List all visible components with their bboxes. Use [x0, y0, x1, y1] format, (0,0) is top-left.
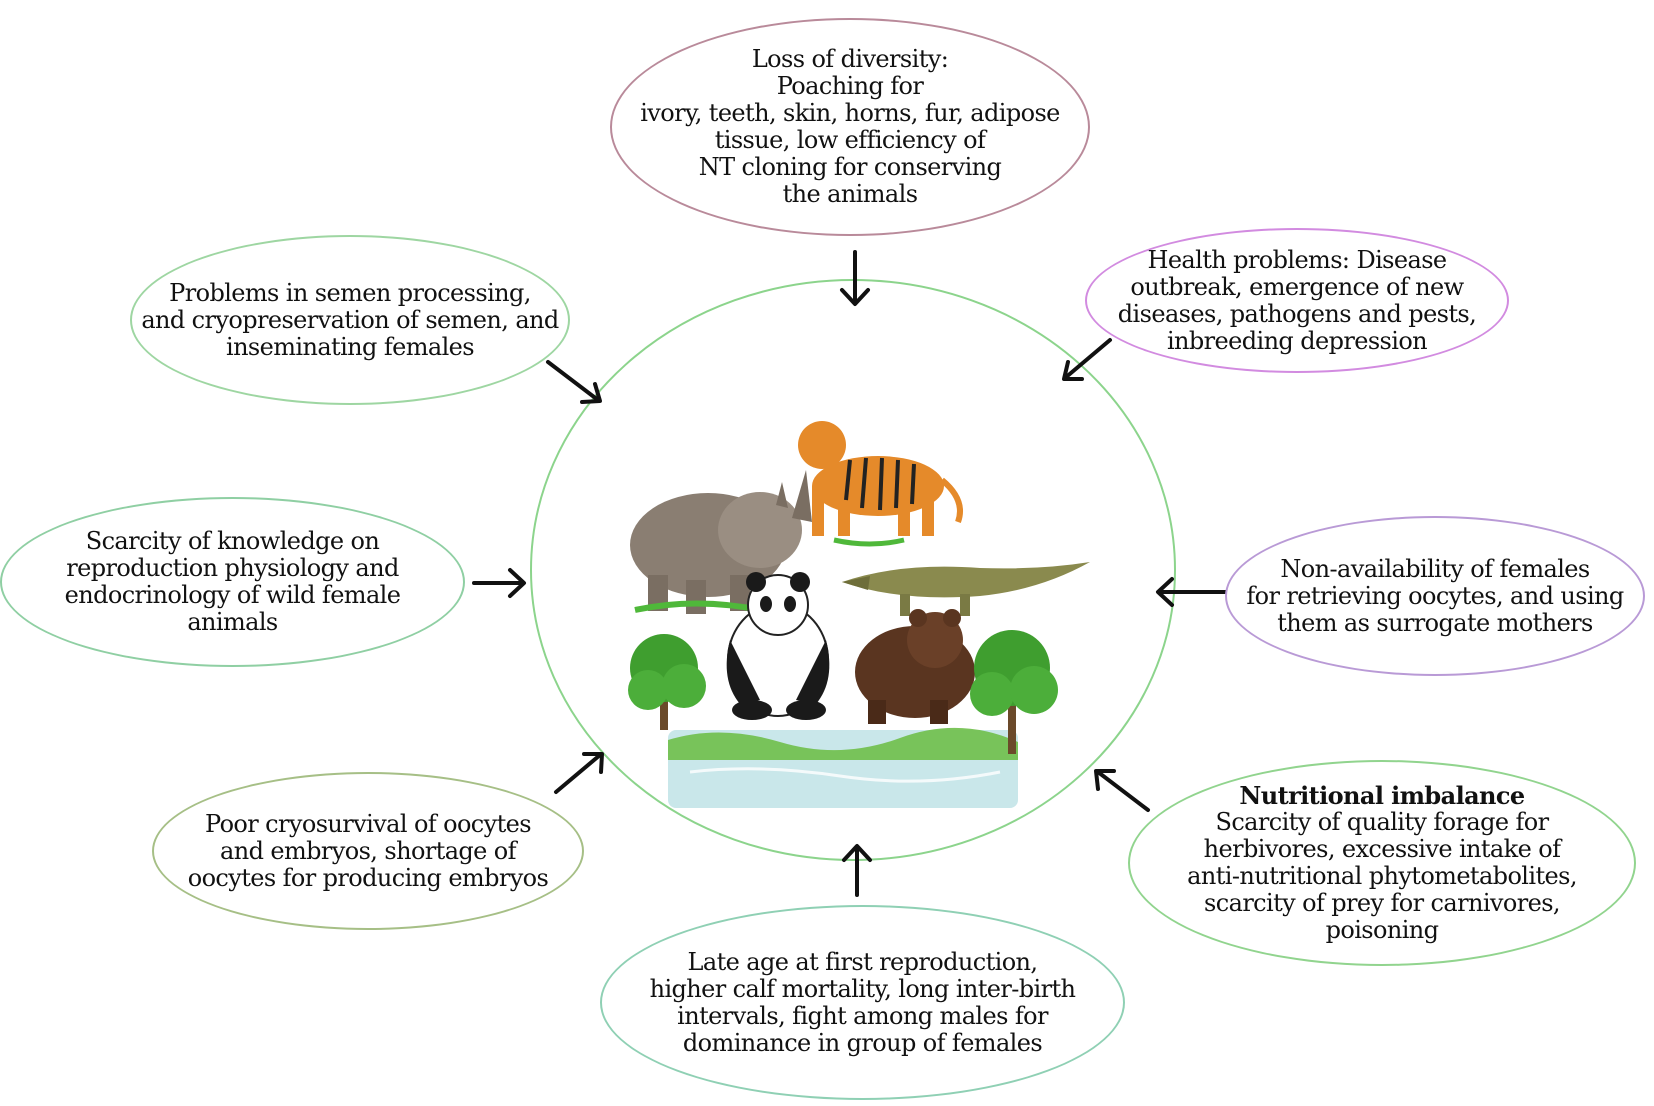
bubble-text-line: inseminating females — [226, 332, 475, 361]
bubble-text-line: diseases, pathogens and pests, — [1117, 299, 1477, 328]
bubble-text-line: higher calf mortality, long inter-birth — [649, 974, 1076, 1003]
water-icon — [668, 727, 1018, 808]
arrow-from-right — [1156, 577, 1230, 607]
bubble-female-availability: Non-availability of females for retrievi… — [1225, 516, 1645, 676]
bubble-late-reproduction: Late age at first reproduction, higher c… — [600, 905, 1125, 1100]
bubble-text-line: tissue, low efficiency of — [714, 126, 986, 154]
bubble-text-line: animals — [187, 608, 278, 636]
bear-icon — [855, 609, 975, 724]
bubble-text-line: oocytes for producing embryos — [187, 863, 549, 892]
arrow-from-left — [472, 568, 526, 598]
bubble-text-line: outbreak, emergence of new — [1130, 272, 1464, 301]
arrow-from-lower-right — [1094, 769, 1150, 812]
bubble-text-line: inbreeding depression — [1166, 326, 1428, 355]
arrows — [472, 250, 1230, 897]
bubble-text-line: intervals, fight among males for — [677, 1001, 1048, 1030]
tiger-icon — [798, 421, 963, 547]
bubble-text-line: Late age at first reproduction, — [687, 947, 1039, 976]
panda-icon — [726, 572, 830, 720]
bubble-text-line: Scarcity of knowledge on — [85, 527, 380, 555]
bubble-text-line: Non-availability of females — [1280, 554, 1590, 583]
bubble-health-problems: Health problems: Disease outbreak, emerg… — [1085, 228, 1509, 373]
bubble-text-line: Loss of diversity: — [751, 45, 949, 73]
bubble-text-line: Poor cryosurvival of oocytes — [205, 809, 532, 838]
bubble-text-line: the animals — [782, 180, 918, 208]
arrow-from-lower-left — [554, 752, 604, 794]
bubble-text-line: herbivores, excessive intake of — [1203, 835, 1561, 863]
tree-icon — [628, 634, 706, 730]
bubble-nutritional-imbalance: Nutritional imbalance Scarcity of qualit… — [1128, 760, 1636, 966]
arrow-from-upper-right — [1062, 338, 1112, 381]
rhino-icon — [630, 470, 812, 615]
bubble-loss-of-diversity: Loss of diversity: Poaching for ivory, t… — [610, 18, 1090, 236]
bubble-text-line: for retrieving oocytes, and using — [1246, 581, 1624, 610]
bubble-text-line: Scarcity of quality forage for — [1215, 808, 1549, 836]
bubble-text-line: and cryopreservation of semen, and — [141, 305, 559, 334]
bubble-text-line: Problems in semen processing, — [169, 278, 531, 307]
bubble-cryosurvival: Poor cryosurvival of oocytes and embryos… — [152, 772, 584, 930]
bubble-text-line: poisoning — [1325, 916, 1439, 944]
bubble-text-line: ivory, teeth, skin, horns, fur, adipose — [640, 99, 1060, 127]
bubble-text-line: anti-nutritional phytometabolites, — [1187, 862, 1577, 890]
arrow-from-bottom — [842, 844, 872, 897]
bubble-text-line: Health problems: Disease — [1147, 245, 1447, 274]
bubble-text-line: and embryos, shortage of — [220, 836, 517, 865]
bubble-text-line: reproduction physiology and — [66, 554, 399, 582]
bubble-text-line: scarcity of prey for carnivores, — [1204, 889, 1561, 917]
bubble-text-line: Poaching for — [776, 72, 924, 100]
bubble-text-line: NT cloning for conserving — [698, 153, 1002, 181]
bubble-semen-processing: Problems in semen processing, and cryopr… — [130, 235, 570, 405]
bubble-knowledge-scarcity: Scarcity of knowledge on reproduction ph… — [0, 497, 465, 667]
bubble-heading: Nutritional imbalance — [1239, 781, 1525, 810]
arrow-from-upper-left — [546, 360, 602, 404]
bubble-text-line: them as surrogate mothers — [1277, 608, 1593, 637]
bubble-text-line: endocrinology of wild female — [64, 581, 401, 609]
bubble-text-line: dominance in group of females — [682, 1028, 1043, 1057]
tree-icon — [970, 630, 1058, 754]
arrow-from-top — [840, 250, 870, 306]
crocodile-icon — [842, 562, 1090, 616]
